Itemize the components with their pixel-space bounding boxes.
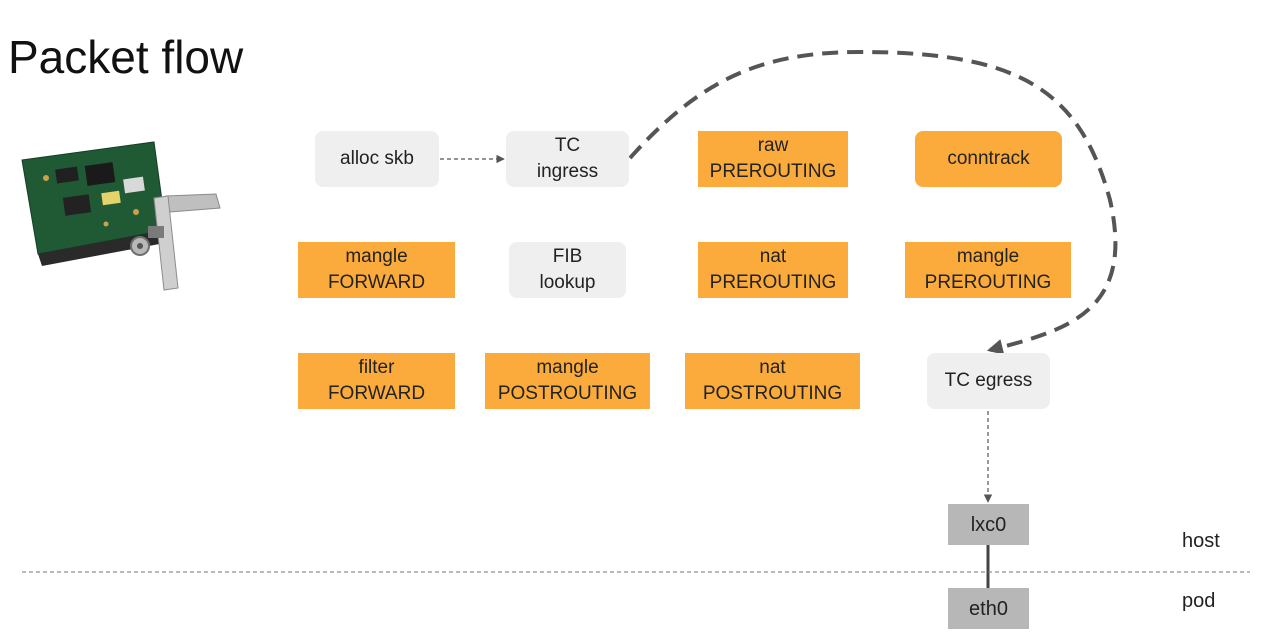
node-mangle-postrouting-line-1: mangle xyxy=(536,357,599,378)
node-tc-egress: TC egress xyxy=(927,353,1050,409)
node-mangle-prerouting-line-1: mangle xyxy=(956,246,1020,267)
node-raw-prerouting: raw PREROUTING xyxy=(698,131,848,187)
node-alloc-skb-label: alloc skb xyxy=(340,148,414,169)
node-mangle-forward-line-1: mangle xyxy=(345,246,408,267)
arrow-tc-ingress-to-tc-egress xyxy=(628,49,1118,355)
node-nat-prerouting-line-1: nat xyxy=(759,246,787,267)
node-filter-forward-line-2: FORWARD xyxy=(327,383,426,404)
node-filter-forward: filter FORWARD xyxy=(298,353,455,409)
host-namespace-label: host xyxy=(1182,530,1220,552)
node-nat-postrouting-line-1: nat xyxy=(759,357,786,378)
node-fib-lookup: FIB lookup xyxy=(509,242,626,298)
interface-lxc0: lxc0 xyxy=(948,504,1029,545)
network-card-image xyxy=(21,141,221,291)
node-raw-prerouting-line-1: raw xyxy=(757,135,789,156)
node-conntrack-label: conntrack xyxy=(947,148,1030,169)
node-filter-forward-line-1: filter xyxy=(358,357,395,378)
node-nat-prerouting: nat PREROUTING xyxy=(698,242,848,298)
page-title: Packet flow xyxy=(8,31,244,83)
interface-lxc0-label: lxc0 xyxy=(970,513,1007,536)
node-mangle-prerouting: mangle PREROUTING xyxy=(905,242,1071,298)
node-mangle-forward-line-2: FORWARD xyxy=(327,272,426,293)
node-mangle-prerouting-line-2: PREROUTING xyxy=(924,272,1052,293)
node-raw-prerouting-line-2: PREROUTING xyxy=(709,161,837,182)
node-tc-ingress-line-1: TC xyxy=(554,135,581,156)
node-fib-lookup-line-1: FIB xyxy=(552,246,583,267)
node-nat-prerouting-line-2: PREROUTING xyxy=(709,272,837,293)
node-mangle-postrouting: mangle POSTROUTING xyxy=(485,353,650,409)
node-nat-postrouting-line-2: POSTROUTING xyxy=(702,383,843,404)
pod-namespace-label: pod xyxy=(1182,590,1216,612)
node-mangle-forward: mangle FORWARD xyxy=(298,242,455,298)
node-alloc-skb: alloc skb xyxy=(315,131,439,187)
interface-eth0: eth0 xyxy=(948,588,1029,629)
interface-eth0-label: eth0 xyxy=(969,597,1008,620)
node-fib-lookup-line-2: lookup xyxy=(539,272,596,293)
node-nat-postrouting: nat POSTROUTING xyxy=(685,353,860,409)
node-tc-ingress-line-2: ingress xyxy=(536,161,599,182)
node-tc-egress-label: TC egress xyxy=(944,370,1033,391)
node-conntrack: conntrack xyxy=(915,131,1062,187)
node-tc-ingress: TC ingress xyxy=(506,131,629,187)
node-mangle-postrouting-line-2: POSTROUTING xyxy=(497,383,638,404)
